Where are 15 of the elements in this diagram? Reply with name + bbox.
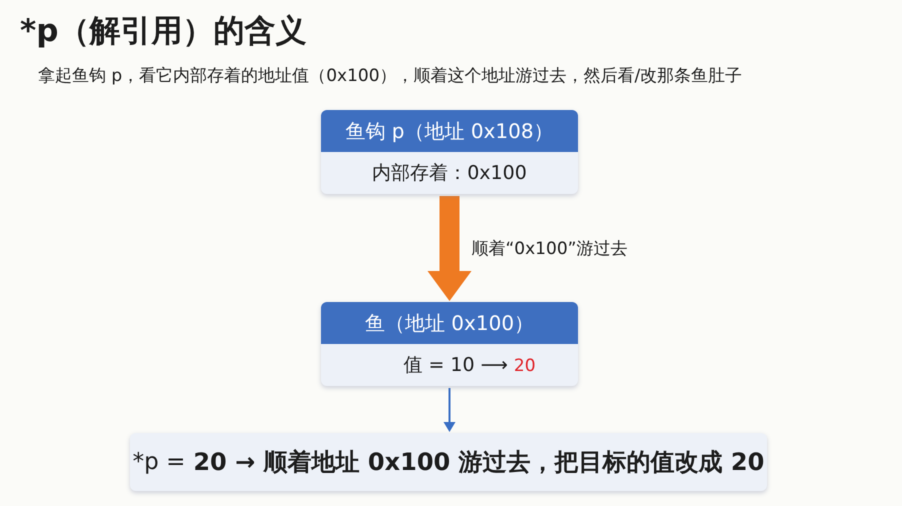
header-text: 鱼钩 p（地址 0x108） [345, 119, 554, 143]
memory-box [321, 302, 578, 386]
new-value-text: 20 [514, 356, 536, 376]
value-text: 内部存着：0x100 [372, 162, 527, 184]
summary-box [130, 433, 767, 491]
explanation-text: 20 → 顺着地址 0x100 游过去，把目标的值改成 20 [193, 447, 764, 478]
arrow [444, 388, 456, 432]
header-text: 鱼（地址 0x100） [364, 311, 534, 335]
expression-text: *p = [132, 449, 186, 475]
subtitle-text: 拿起鱼钩 p，看它内部存着的地址值（0x100），顺着这个地址游过去，然后看/改那条鱼肚子 [38, 65, 742, 87]
memory-box [321, 110, 578, 194]
edge-label: 顺着“0x100”游过去 [470, 236, 630, 260]
arrow [428, 196, 472, 301]
value-text: 值 = 10 ⟶ [403, 354, 508, 376]
title: *p（解引用）的含义 [20, 12, 306, 51]
